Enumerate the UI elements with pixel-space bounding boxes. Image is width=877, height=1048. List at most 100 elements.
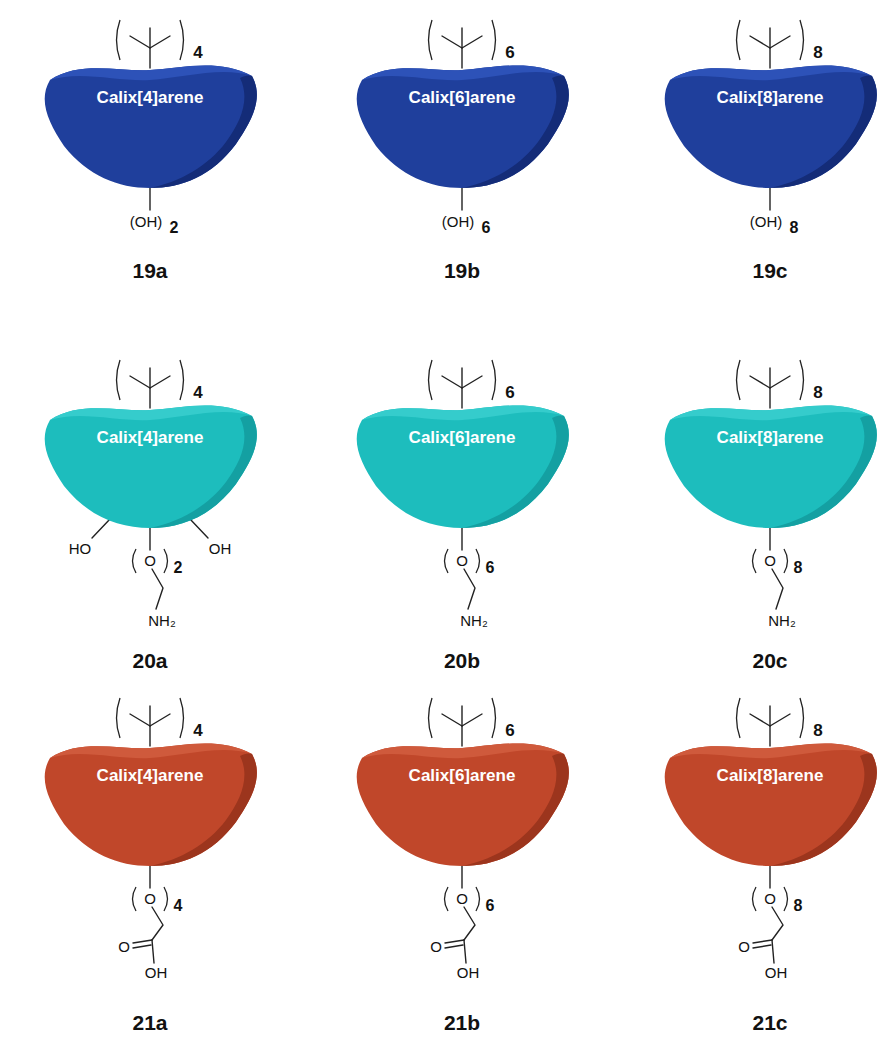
compound-number: 19a xyxy=(132,260,167,281)
bracket xyxy=(492,20,496,60)
group-label: O xyxy=(144,553,156,568)
bracket xyxy=(180,698,184,738)
macrocycle-name: Calix[8]arene xyxy=(660,88,877,108)
bracket xyxy=(445,549,449,573)
group-label: O xyxy=(738,939,750,954)
group-label: HO xyxy=(69,541,92,556)
count-subscript: 4 xyxy=(193,384,202,401)
count-subscript: 2 xyxy=(170,220,179,236)
compound-number: 21a xyxy=(132,1012,167,1033)
cup-body xyxy=(45,743,257,866)
bracket xyxy=(180,20,184,60)
compound-number: 20c xyxy=(752,650,787,671)
rim-bond xyxy=(769,528,770,550)
group-label: OH xyxy=(765,965,788,980)
hydroxyl-bond xyxy=(190,519,208,538)
group-label: O xyxy=(456,553,468,568)
macrocycle-name: Calix[6]arene xyxy=(352,428,572,448)
bracket xyxy=(800,360,804,400)
methylene-bond xyxy=(772,907,783,940)
count-subscript: 6 xyxy=(486,898,495,914)
tbu-bond xyxy=(461,726,462,746)
tbu-bond xyxy=(769,28,770,48)
count-subscript: 8 xyxy=(794,560,803,576)
bracket xyxy=(753,887,757,911)
cup-shape xyxy=(660,398,877,532)
bracket xyxy=(800,698,804,738)
count-subscript: 8 xyxy=(813,384,822,401)
rim-bond xyxy=(149,528,150,550)
hydroxyl-bond xyxy=(152,940,154,963)
group-label: OH xyxy=(209,541,232,556)
tbu-bond xyxy=(769,388,770,408)
bracket xyxy=(784,887,788,911)
group-label: (OH) xyxy=(130,214,163,229)
bracket xyxy=(164,887,168,911)
count-subscript: 6 xyxy=(505,44,514,61)
group-label: O xyxy=(764,553,776,568)
compound-number: 21c xyxy=(752,1012,787,1033)
tbu-bond xyxy=(461,388,462,408)
ethylene-bond xyxy=(772,569,783,609)
rim-bond xyxy=(461,528,462,550)
rim-bond xyxy=(149,188,150,210)
count-subscript: 2 xyxy=(174,560,183,576)
count-subscript: 8 xyxy=(813,44,822,61)
bracket xyxy=(800,20,804,60)
tbu-bond xyxy=(149,388,150,408)
cup-shape xyxy=(660,736,877,870)
compound-number: 20a xyxy=(132,650,167,671)
bracket xyxy=(445,887,449,911)
rim-bond xyxy=(461,866,462,888)
group-label: OH xyxy=(145,965,168,980)
count-subscript: 8 xyxy=(794,898,803,914)
bracket xyxy=(133,887,137,911)
methylene-bond xyxy=(464,907,475,940)
macrocycle-name: Calix[6]arene xyxy=(352,766,572,786)
group-label: O xyxy=(118,939,130,954)
macrocycle-name: Calix[8]arene xyxy=(660,766,877,786)
cup-body xyxy=(357,405,569,528)
carbonyl-bond xyxy=(133,940,152,943)
group-label: O xyxy=(456,891,468,906)
rim-bond xyxy=(149,866,150,888)
compound-number: 19b xyxy=(444,260,480,281)
cup-rim xyxy=(670,65,872,80)
bracket xyxy=(164,549,168,573)
cup-body xyxy=(45,65,257,188)
cup-body xyxy=(665,405,877,528)
count-subscript: 4 xyxy=(193,44,202,61)
count-subscript: 8 xyxy=(790,220,799,236)
cup-rim xyxy=(362,405,564,420)
calixarene-cup: Calix[8]arene xyxy=(660,398,877,530)
tbu-bond xyxy=(769,706,770,726)
tbu-bond xyxy=(149,726,150,746)
calixarene-cup: Calix[4]arene xyxy=(40,58,260,190)
tbu-bond xyxy=(461,368,462,388)
cup-rim xyxy=(670,405,872,420)
bracket xyxy=(117,698,121,738)
macrocycle-name: Calix[4]arene xyxy=(40,766,260,786)
tbu-bond xyxy=(149,706,150,726)
tbu-bond xyxy=(461,706,462,726)
bracket xyxy=(737,360,741,400)
macrocycle-name: Calix[4]arene xyxy=(40,88,260,108)
bracket xyxy=(492,698,496,738)
cup-rim xyxy=(362,65,564,80)
cup-rim xyxy=(50,405,252,420)
macrocycle-name: Calix[4]arene xyxy=(40,428,260,448)
group-label: O xyxy=(144,891,156,906)
carbonyl-bond xyxy=(133,945,151,948)
carbonyl-bond xyxy=(445,945,463,948)
count-subscript: 4 xyxy=(174,898,183,914)
group-label: NH₂ xyxy=(460,613,488,628)
bracket xyxy=(117,360,121,400)
bracket xyxy=(476,887,480,911)
count-subscript: 6 xyxy=(505,384,514,401)
ethylene-bond xyxy=(464,569,475,609)
count-subscript: 6 xyxy=(486,560,495,576)
bracket xyxy=(117,20,121,60)
compound-number: 20b xyxy=(444,650,480,671)
bracket xyxy=(429,20,433,60)
